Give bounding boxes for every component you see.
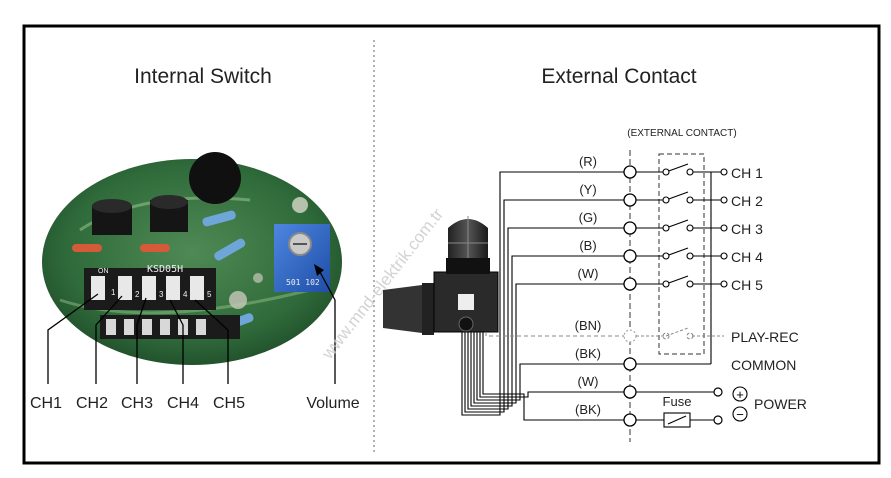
channel-label-3: CH3 (121, 395, 153, 412)
minus-symbol: − (736, 407, 744, 422)
dip-number-4: 4 (183, 290, 188, 299)
wire-code-ch4: (B) (579, 238, 596, 253)
channel-label-4: CH4 (167, 395, 199, 412)
callout-lines (47, 271, 336, 384)
plus-symbol: + (736, 387, 744, 402)
wire-code-power-minus: (BK) (575, 402, 601, 417)
external-contact-header: (EXTERNAL CONTACT) (627, 128, 736, 139)
contact-label-ch5: CH 5 (731, 277, 763, 293)
play-rec-switch (636, 327, 724, 340)
terminal-play-rec (623, 329, 637, 343)
wire-code-power-plus: (W) (578, 374, 599, 389)
channel-label-5: CH5 (213, 395, 245, 412)
cable-bundle (461, 171, 630, 421)
channel-label-1: CH1 (30, 395, 62, 412)
contact-label-ch1: CH 1 (731, 165, 763, 181)
contact-label-play-rec: PLAY-REC (731, 329, 799, 345)
wire-code-common: (BK) (575, 346, 601, 361)
power-terminal-minus (713, 415, 723, 425)
channel-switches (636, 163, 724, 365)
signal-lamp-device (383, 216, 499, 335)
contact-label-common: COMMON (731, 357, 796, 373)
board-model-label: KSD05H (147, 264, 183, 275)
volume-arrow-head (314, 264, 324, 276)
wire-code-play-rec: (BN) (575, 318, 602, 333)
volume-label: Volume (306, 395, 359, 412)
dip-number-2: 2 (135, 290, 140, 299)
contact-label-ch2: CH 2 (731, 193, 763, 209)
dip-number-1: 1 (111, 288, 116, 297)
fuse-label: Fuse (663, 394, 692, 409)
pot-label: 501 102 (286, 278, 320, 287)
terminal-points (623, 165, 637, 427)
contact-label-ch3: CH 3 (731, 221, 763, 237)
wire-code-ch3: (G) (579, 210, 598, 225)
external-contact-box (658, 153, 705, 355)
wire-code-ch1: (R) (579, 154, 597, 169)
power-wiring (636, 391, 714, 428)
wire-code-ch5: (W) (578, 266, 599, 281)
power-label: POWER (754, 396, 807, 412)
dip-number-3: 3 (159, 290, 164, 299)
channel-label-2: CH2 (76, 395, 108, 412)
minus-symbol-circle (732, 406, 748, 422)
dip-on-label: ON (98, 268, 109, 275)
circuit-board-photo (42, 152, 342, 365)
switch-contacts (662, 168, 728, 288)
wire-code-ch2: (Y) (579, 182, 596, 197)
contact-label-ch4: CH 4 (731, 249, 763, 265)
play-rec-wire (485, 332, 630, 337)
power-terminal-plus (713, 387, 723, 397)
dip-number-5: 5 (207, 290, 212, 299)
plus-symbol-circle (732, 386, 748, 402)
right-panel-title: External Contact (541, 65, 696, 88)
left-panel-title: Internal Switch (134, 65, 272, 88)
